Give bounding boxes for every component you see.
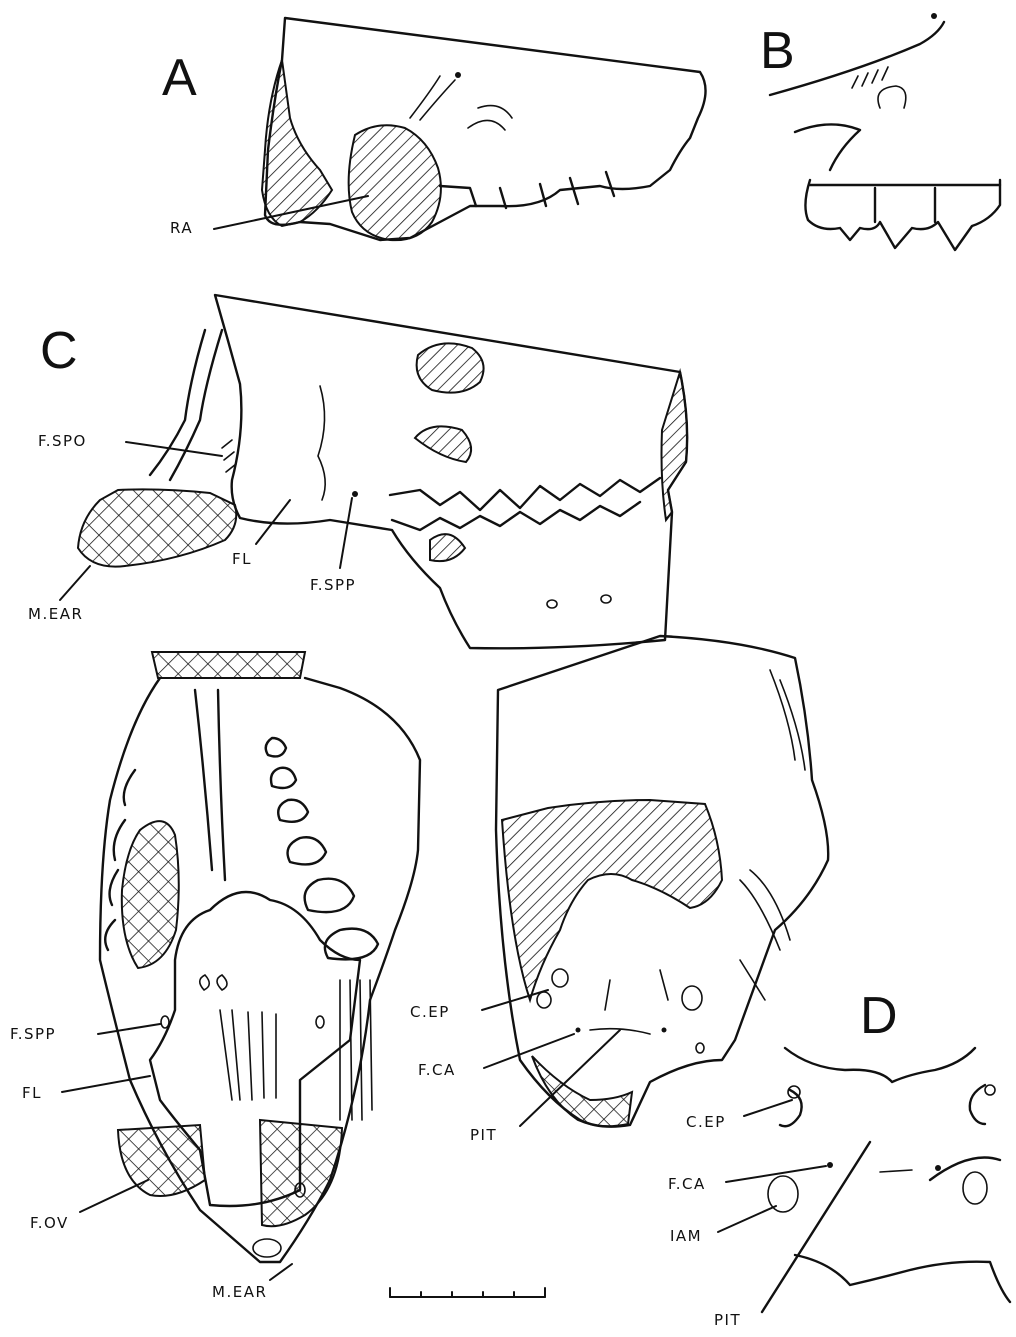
ventral-right-ear-section — [260, 1120, 342, 1226]
pointer-v-fspp — [98, 1024, 160, 1034]
ventral-pit-marks — [200, 975, 227, 990]
pointer-c-fspp — [340, 498, 352, 568]
label-d-pit: PIT — [714, 1311, 741, 1329]
pointer-d-iam — [718, 1206, 776, 1232]
skull-c-teeth — [390, 478, 660, 530]
posterior-foramen-r — [696, 1043, 704, 1053]
skull-c-lower-section — [415, 426, 471, 462]
label-v-mear: M.EAR — [212, 1283, 267, 1301]
pointer-p-cep — [482, 990, 548, 1010]
scale-bar — [390, 1288, 545, 1297]
panel-a-letter: A — [162, 49, 197, 107]
label-v-fspp: F.SPP — [10, 1025, 56, 1043]
label-d-cep: C.EP — [686, 1113, 726, 1131]
label-v-fl: FL — [22, 1084, 42, 1102]
d-cep-right — [970, 1085, 985, 1124]
panel-a: A RA — [162, 18, 706, 240]
d-lower-contour — [795, 1255, 1010, 1302]
skull-a-teeth — [440, 172, 614, 208]
panel-c-letter: C — [40, 322, 78, 380]
skull-c-front-section — [662, 372, 688, 520]
b-orbit — [878, 86, 906, 108]
skull-c-ear-region — [78, 489, 236, 566]
posterior-cut-section — [502, 800, 722, 1000]
posterior-fca-r — [662, 1028, 667, 1033]
label-a-ra: RA — [170, 219, 193, 237]
label-d-iam: IAM — [670, 1227, 702, 1245]
panel-b: B — [760, 13, 1000, 250]
panel-ventral: F.SPP FL F.OV M.EAR — [10, 652, 420, 1301]
ventral-palate-line — [195, 690, 225, 880]
skull-c-jaw-section — [430, 534, 465, 561]
posterior-lines — [740, 670, 805, 1000]
ventral-left-ear-section — [118, 1125, 205, 1196]
posterior-cep-l2 — [537, 992, 551, 1008]
pointer-p-fca — [484, 1034, 574, 1068]
d-mid-line — [880, 1170, 912, 1172]
skull-c-zygoma — [150, 330, 222, 480]
panel-b-letter: B — [760, 22, 795, 80]
panel-c: C F.SPO FL F.SPP M.EAR — [28, 295, 687, 648]
skull-c-foramen-1 — [352, 491, 358, 497]
label-p-fca: F.CA — [418, 1061, 456, 1079]
panel-d-letter: D — [860, 987, 898, 1045]
label-c-mear: M.EAR — [28, 605, 83, 623]
d-fca-right — [935, 1165, 941, 1171]
label-p-pit: PIT — [470, 1126, 497, 1144]
ventral-basi-lines — [220, 1010, 276, 1100]
pointer-d-fca — [726, 1166, 826, 1182]
skull-a-ramus-section — [349, 125, 441, 240]
b-hatch-marks — [852, 67, 888, 88]
label-c-fspo: F.SPO — [38, 432, 87, 450]
b-foramen — [931, 13, 937, 19]
label-c-fspp: F.SPP — [310, 576, 356, 594]
posterior-cep-r — [682, 986, 702, 1010]
skull-a-zygoma — [410, 76, 455, 120]
skull-c-orbit-section — [417, 343, 484, 392]
label-v-fov: F.OV — [30, 1214, 69, 1232]
panel-posterior: C.EP F.CA PIT — [410, 636, 828, 1144]
pointer-v-fov — [80, 1180, 148, 1212]
ventral-ear-bulla — [253, 1239, 281, 1257]
panel-d: D C.EP F.CA IAM PIT — [668, 987, 1010, 1329]
skull-a-rear-section — [262, 60, 332, 226]
skull-a-orbit — [468, 106, 512, 130]
b-upper-contour — [770, 22, 944, 95]
ventral-foramen-l — [161, 1016, 169, 1028]
skull-c-suture — [318, 386, 325, 500]
pointer-d-cep — [744, 1100, 792, 1116]
b-zygoma — [795, 124, 860, 170]
pointer-c-fspo — [126, 442, 222, 456]
ventral-tooth-row-right — [266, 738, 378, 959]
label-d-fca: F.CA — [668, 1175, 706, 1193]
d-fca-left — [827, 1162, 833, 1168]
ventral-top-section — [152, 652, 305, 678]
label-c-fl: FL — [232, 550, 252, 568]
posterior-pit-line — [590, 970, 668, 1034]
posterior-fca-l — [576, 1028, 581, 1033]
pointer-v-fl — [62, 1076, 150, 1092]
skull-c-jaw-foramen-2 — [601, 595, 611, 603]
ventral-foramen-r — [316, 1016, 324, 1028]
skull-c-jaw-foramen-1 — [547, 600, 557, 608]
d-cep-right-dot — [985, 1085, 995, 1095]
pointer-v-mear — [270, 1264, 292, 1280]
label-p-cep: C.EP — [410, 1003, 450, 1021]
skull-a-foramen — [455, 72, 461, 78]
d-iam-right — [963, 1172, 987, 1204]
b-tooth-row — [805, 180, 1000, 250]
skull-a-outline — [265, 18, 706, 240]
d-upper-contour — [785, 1048, 975, 1082]
pointer-c-mear — [60, 566, 90, 600]
ventral-left-cheek-section — [122, 821, 179, 968]
b-tooth-base — [810, 185, 1000, 222]
posterior-cep-l — [552, 969, 568, 987]
